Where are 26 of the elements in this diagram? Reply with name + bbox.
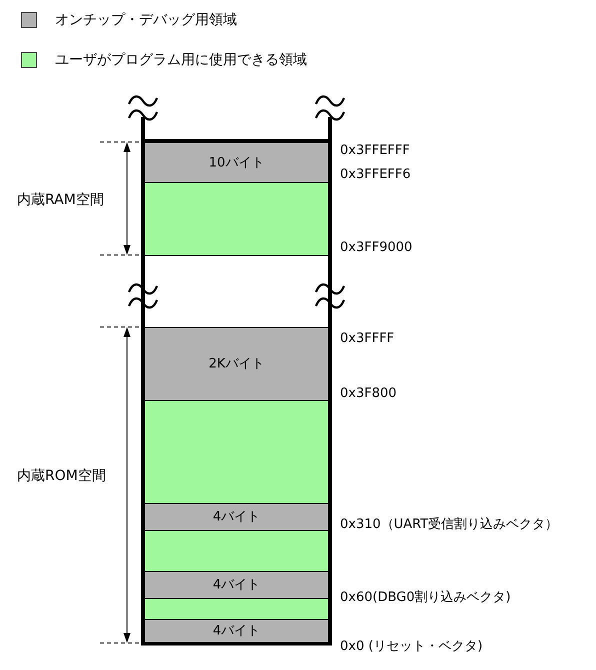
legend-label: オンチップ・デバッグ用領域 — [55, 12, 237, 28]
address-label: 0x3FFFF — [340, 330, 394, 346]
address-label: 0x60(DBG0割り込みベクタ) — [340, 590, 511, 604]
region-label: 内蔵ROM空間 — [17, 468, 106, 484]
memory-block — [145, 571, 328, 599]
address-label: 0x310（UART受信割り込みベクタ） — [340, 516, 558, 532]
memory-block — [145, 142, 328, 183]
region-label: 内蔵RAM空間 — [17, 192, 104, 208]
memory-block — [145, 503, 328, 531]
legend-label: ユーザがプログラム用に使用できる領域 — [55, 52, 307, 68]
memory-block — [145, 598, 328, 620]
address-label: 0x0 (リセット・ベクタ) — [340, 638, 483, 654]
memory-block — [145, 182, 328, 256]
address-label: 0x3F800 — [340, 386, 397, 400]
memory-block — [145, 530, 328, 572]
size-label: 4バイト — [212, 578, 260, 592]
memory-block — [145, 327, 328, 401]
size-label: 10バイト — [208, 155, 264, 170]
size-label: 4バイト — [212, 624, 260, 638]
address-label: 0x3FF9000 — [340, 240, 412, 254]
memory-block — [145, 400, 328, 504]
size-label: 4バイト — [212, 510, 260, 524]
memory-block — [145, 619, 328, 643]
size-label: 2Kバイト — [208, 356, 264, 372]
address-label: 0x3FFEFF6 — [340, 166, 411, 182]
address-label: 0x3FFEFFF — [340, 142, 410, 158]
